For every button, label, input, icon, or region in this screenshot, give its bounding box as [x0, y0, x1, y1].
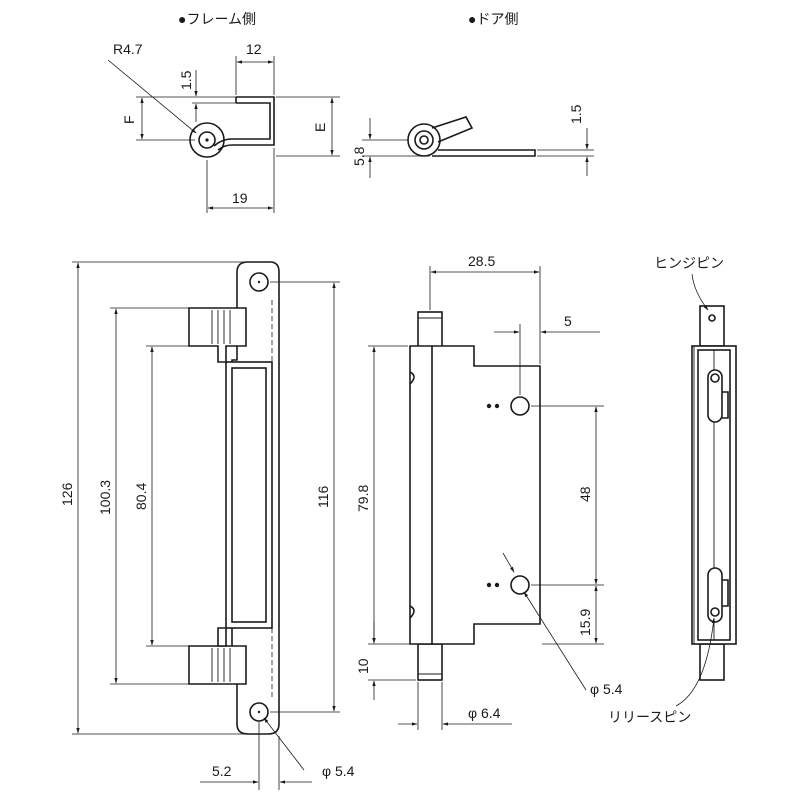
dim-f-label: F	[121, 115, 137, 124]
dim-center-span-label: 100.3	[97, 480, 113, 515]
dim-door-width-label: 28.5	[468, 253, 495, 269]
dim-e-label: E	[312, 123, 328, 132]
door-side-section-view: 5.8 1.5	[351, 104, 594, 178]
dim-overall-height-label: 126	[59, 482, 75, 506]
dim-radius-label: R4.7	[113, 41, 143, 57]
dim-door-hole-pitch-label: 48	[577, 486, 593, 502]
dim-door-height-label: 5.8	[351, 146, 367, 166]
dim-hole-dia-door-label: φ 5.4	[590, 681, 623, 697]
door-side-front-view: 28.5 5 79.8 48 15.9 10 φ 5.4 φ 6	[355, 253, 623, 730]
dim-door-body-height-label: 79.8	[355, 485, 371, 512]
door-side-header: ●ドア側	[468, 11, 518, 27]
dim-door-hole-offset-label: 5	[564, 313, 572, 329]
dim-pin-length-label: 10	[355, 658, 371, 674]
dim-hole-offset-label: 5.2	[212, 763, 232, 779]
side-view: ヒンジピン リリースピン	[608, 255, 737, 725]
dim-pin-dia-label: φ 6.4	[468, 705, 501, 721]
frame-side-header: ●フレーム側	[178, 11, 256, 27]
dim-hole-pitch-frame-label: 116	[315, 485, 331, 508]
dim-top-width-label: 12	[246, 41, 262, 57]
dim-hole-dia-frame-label: φ 5.4	[322, 763, 355, 779]
dim-inner-span-label: 80.4	[133, 483, 149, 510]
dim-thickness-door-label: 1.5	[568, 104, 584, 124]
dim-door-hole-bottom-label: 15.9	[577, 609, 593, 636]
release-pin-label: リリースピン	[608, 709, 691, 725]
dim-thickness-frame-label: 1.5	[178, 70, 194, 90]
frame-side-front-view: 126 100.3 80.4 116 5.2 φ 5.4	[59, 261, 355, 790]
hinge-pin-label: ヒンジピン	[654, 255, 724, 271]
dim-bottom-width-label: 19	[232, 190, 248, 206]
frame-side-section-view: F 1.5 R4.7 12 E 19	[107, 41, 340, 213]
